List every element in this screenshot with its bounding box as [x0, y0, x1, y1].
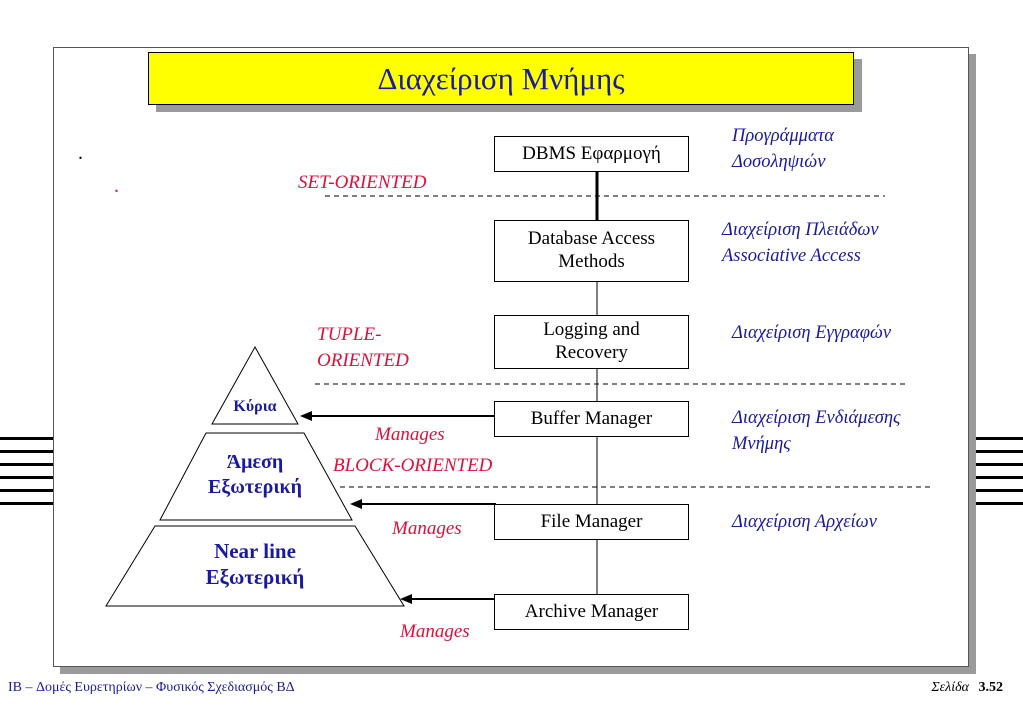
label-line1: TUPLE-	[317, 324, 382, 345]
note-records: Διαχείριση Εγγραφών	[732, 321, 891, 347]
layer-archive-manager: Archive Manager	[494, 594, 689, 630]
label-block-oriented: BLOCK-ORIENTED	[333, 455, 493, 476]
label-set-oriented: SET-ORIENTED	[298, 172, 427, 193]
layer-logging-recovery: Logging and Recovery	[494, 315, 689, 369]
layer-label: File Manager	[540, 510, 643, 532]
pyramid-tertiary-label: Near line Εξωτερική	[165, 538, 345, 591]
right-stripes-decoration	[968, 437, 1023, 515]
slide-title: Διαχείριση Μνήμης	[148, 52, 854, 105]
layer-file-manager: File Manager	[494, 504, 689, 540]
layer-buffer-manager: Buffer Manager	[494, 401, 689, 437]
pyramid-middle	[159, 432, 353, 521]
bullet-1: .	[78, 142, 83, 164]
pyramid-secondary-label: Άμεση Εξωτερική	[175, 450, 335, 500]
note-line1: Διαχείριση Εγγραφών	[732, 323, 892, 343]
layer-label-line1: Logging and	[543, 319, 640, 341]
manages-label-buffer: Manages	[375, 424, 445, 445]
pyramid-line1: Άμεση	[226, 451, 284, 473]
pyramid-top	[211, 345, 299, 425]
footer-course-title: IB – Δομές Ευρετηρίων – Φυσικός Σχεδιασμ…	[8, 680, 295, 695]
arrowhead-archive	[400, 594, 412, 604]
manages-label-archive: Manages	[400, 621, 470, 642]
layer-label: Buffer Manager	[530, 407, 653, 429]
pyramid-bottom	[105, 525, 405, 607]
bullet-2: .	[114, 175, 119, 197]
note-tuples: Διαχείριση Πλειάδων Associative Access	[722, 218, 879, 270]
layer-label: Archive Manager	[524, 600, 659, 622]
arrowhead-file	[350, 499, 362, 509]
note-files: Διαχείριση Αρχείων	[732, 510, 877, 536]
note-line1: Προγράμματα	[732, 126, 834, 146]
manages-label-file: Manages	[392, 518, 462, 539]
layer-label-line1: Database Access	[527, 228, 656, 250]
label-tuple-oriented: TUPLE- ORIENTED	[317, 322, 409, 373]
pyramid-primary-label: Κύρια	[233, 398, 277, 415]
note-transactions: Προγράμματα Δοσοληψιών	[732, 124, 834, 176]
note-line1: Διαχείριση Αρχείων	[732, 512, 877, 532]
layer-dbms-application: DBMS Εφαρμογή	[494, 136, 689, 172]
note-line1: Διαχείριση Πλειάδων	[722, 220, 879, 240]
label-line2: ORIENTED	[317, 349, 409, 371]
layer-label: DBMS Εφαρμογή	[522, 142, 661, 164]
footer-page: Σελίδα 3.52	[931, 680, 1003, 696]
note-buffer: Διαχείριση Ενδιάμεσης Μνήμης	[732, 406, 901, 458]
note-line2: Μνήμης	[732, 433, 791, 454]
layer-access-methods: Database Access Methods	[494, 220, 689, 282]
pyramid-line2: Εξωτερική	[207, 476, 302, 498]
note-line2: Δοσοληψιών	[732, 151, 826, 172]
note-line1: Διαχείριση Ενδιάμεσης	[732, 408, 901, 428]
pyramid-line1: Near line	[214, 539, 296, 563]
layer-label-line2: Recovery	[555, 342, 628, 363]
arrowhead-buffer	[300, 411, 312, 421]
pyramid-line2: Εξωτερική	[205, 565, 305, 590]
footer-page-number: 3.52	[978, 680, 1004, 695]
layer-label-line2: Methods	[558, 251, 625, 272]
footer-page-word: Σελίδα	[931, 680, 969, 695]
left-stripes-decoration	[0, 437, 56, 515]
note-line2: Associative Access	[722, 245, 861, 266]
